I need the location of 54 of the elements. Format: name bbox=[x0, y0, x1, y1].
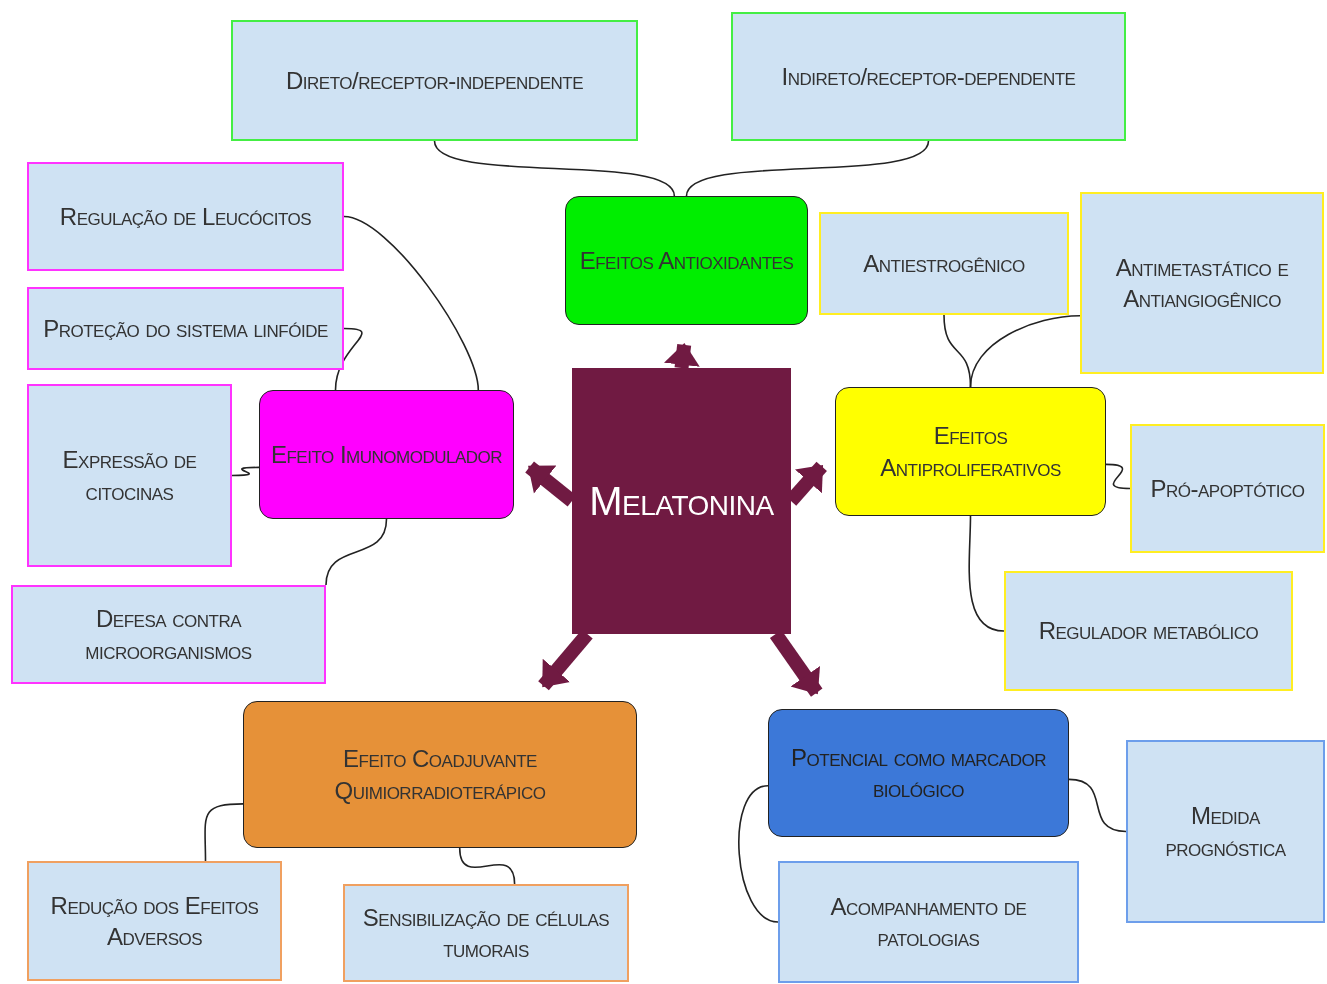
connector-line bbox=[458, 847, 516, 885]
topic-box bbox=[1004, 571, 1293, 691]
topic-label: Expressão de citocinas bbox=[61, 445, 198, 507]
topic-label: Redução dos Efeitos Adversos bbox=[49, 890, 260, 952]
category-box bbox=[565, 196, 808, 325]
category-box bbox=[259, 390, 514, 519]
topic-label: Regulador metabólico bbox=[1038, 616, 1259, 647]
topic-label: Pró-apoptótico bbox=[1150, 473, 1305, 504]
category-box bbox=[768, 709, 1069, 837]
category-label: Efeitos Antiproliferativos bbox=[879, 421, 1062, 483]
topic-label: Acompanhamento de patologias bbox=[829, 891, 1028, 953]
title-label: Melatonina bbox=[589, 478, 774, 525]
topic-box bbox=[27, 861, 282, 981]
connector-line bbox=[1068, 778, 1127, 833]
connector-line bbox=[433, 140, 676, 197]
connector-line bbox=[685, 140, 930, 197]
topic-label: Antiestrogênico bbox=[863, 248, 1025, 279]
category-label: Potencial como marcador biológico bbox=[790, 742, 1047, 804]
category-label: Efeitos Antioxidantes bbox=[579, 245, 794, 276]
connector-line bbox=[343, 215, 480, 391]
topic-label: Antimetastático e Antiangiogênico bbox=[1114, 252, 1290, 314]
topic-label: Medida prognóstica bbox=[1164, 801, 1287, 863]
connector-line bbox=[968, 515, 1005, 632]
connector-line bbox=[969, 314, 1081, 388]
topic-box bbox=[1126, 740, 1325, 923]
connector-line bbox=[231, 466, 260, 477]
connector-line bbox=[1105, 463, 1131, 490]
topic-box bbox=[343, 884, 629, 982]
category-label: Efeito Coadjuvante Quimiorradioterápico bbox=[333, 744, 547, 806]
topic-box bbox=[819, 212, 1069, 315]
connector-line bbox=[738, 785, 779, 923]
connector-line bbox=[334, 327, 363, 391]
topic-label: Regulação de Leucócitos bbox=[59, 201, 312, 232]
topic-box bbox=[231, 20, 638, 141]
category-box bbox=[243, 701, 637, 848]
topic-box bbox=[27, 287, 344, 370]
central-box bbox=[572, 368, 791, 634]
topic-box bbox=[1130, 424, 1325, 553]
category-box bbox=[835, 387, 1106, 516]
topic-box bbox=[27, 384, 232, 567]
topic-label: Defesa contra microorganismos bbox=[84, 604, 253, 666]
topic-box bbox=[27, 162, 344, 271]
connector-line bbox=[204, 803, 244, 862]
topic-box bbox=[1080, 192, 1324, 374]
topic-box bbox=[731, 12, 1126, 141]
topic-label: Indireto/receptor-dependente bbox=[781, 61, 1076, 92]
topic-label: Direto/receptor-independente bbox=[286, 65, 583, 96]
category-label: Efeito Imunomodulador bbox=[270, 439, 502, 470]
connector-line bbox=[325, 518, 388, 586]
arrow bbox=[664, 342, 700, 369]
topic-label: Sensibilização de células tumorais bbox=[361, 902, 611, 964]
topic-box bbox=[11, 585, 326, 684]
topic-box bbox=[778, 861, 1079, 983]
topic-label: Proteção do sistema linfóide bbox=[43, 313, 328, 344]
